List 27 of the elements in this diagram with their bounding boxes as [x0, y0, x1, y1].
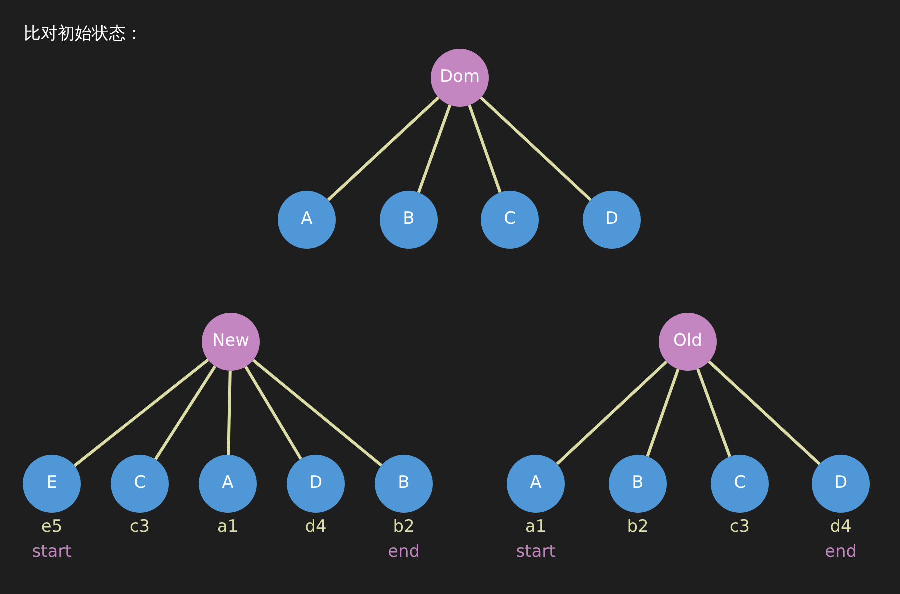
- connector-line: [556, 360, 668, 466]
- connector-line: [227, 370, 232, 456]
- pointer-label: start: [515, 542, 557, 562]
- connector-line: [708, 360, 821, 466]
- diagram-title: 比对初始状态：: [24, 23, 143, 46]
- connector-line: [244, 366, 302, 460]
- key-label: c3: [128, 517, 152, 537]
- pointer-label: end: [824, 542, 858, 562]
- key-label: b2: [626, 517, 650, 537]
- connector-line: [646, 368, 680, 458]
- key-label: d4: [304, 517, 328, 537]
- key-label: c3: [728, 517, 752, 537]
- key-label: a1: [216, 517, 240, 537]
- pointer-label: start: [31, 542, 73, 562]
- connector-line: [252, 359, 383, 467]
- connector-line: [696, 368, 732, 458]
- key-label: b2: [392, 517, 416, 537]
- key-label: a1: [524, 517, 548, 537]
- key-label: e5: [40, 517, 64, 537]
- connector-line: [480, 96, 592, 202]
- connector-line: [154, 366, 217, 460]
- connector-line: [468, 104, 502, 194]
- connector-line: [417, 104, 452, 194]
- connector-line: [327, 96, 440, 202]
- key-label: d4: [829, 517, 853, 537]
- connector-line: [74, 358, 210, 468]
- pointer-label: end: [386, 542, 422, 562]
